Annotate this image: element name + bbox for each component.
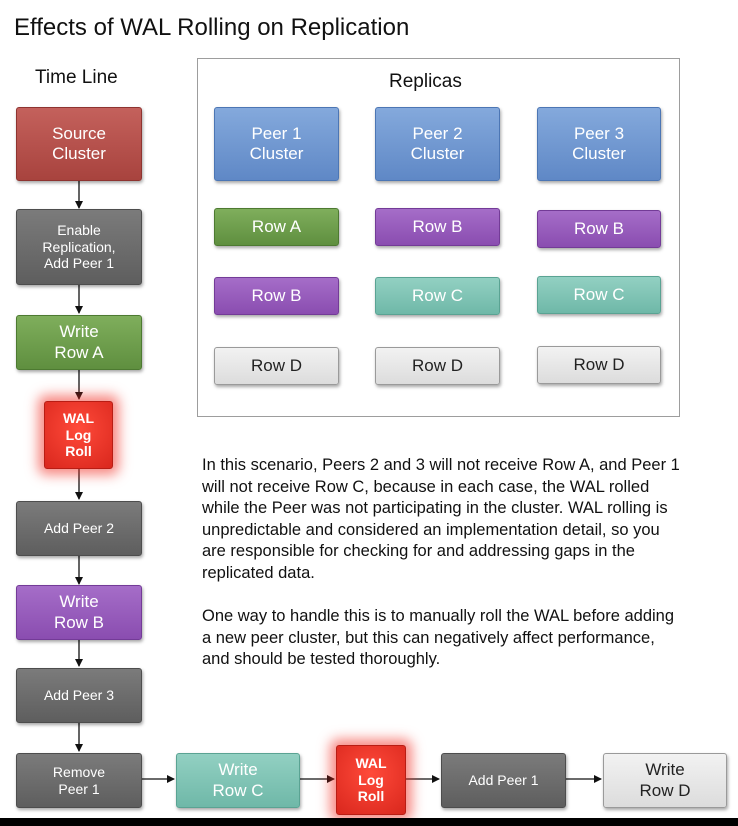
peer-1-cluster-box: Peer 1 Cluster <box>214 107 339 181</box>
write-row-c-box: Write Row C <box>176 753 300 808</box>
peer-3-row-c: Row C <box>537 276 661 314</box>
source-cluster-label: Source Cluster <box>52 123 106 163</box>
remove-peer-1-label: Remove Peer 1 <box>52 763 106 797</box>
enable-replication-box: Enable Replication, Add Peer 1 <box>16 209 142 285</box>
peer-2-row-d: Row D <box>375 347 500 385</box>
bottom-border <box>0 818 738 826</box>
write-row-a-box: Write Row A <box>16 315 142 370</box>
enable-replication-label: Enable Replication, Add Peer 1 <box>42 221 116 272</box>
add-peer-2-box: Add Peer 2 <box>16 501 142 556</box>
wal-log-roll-2-label: WAL Log Roll <box>355 754 387 805</box>
peer-1-row-a-label: Row A <box>251 216 302 236</box>
description-paragraph-2: One way to handle this is to manually ro… <box>202 607 675 668</box>
peer-3-row-b-label: Row B <box>573 218 625 238</box>
peer-1-row-d: Row D <box>214 347 339 385</box>
write-row-a-label: Write Row A <box>54 322 104 362</box>
add-peer-3-label: Add Peer 3 <box>43 687 115 704</box>
peer-3-cluster-label: Peer 3 Cluster <box>572 123 626 163</box>
peer-2-row-c-label: Row C <box>411 285 463 305</box>
peer-1-row-a: Row A <box>214 208 339 246</box>
diagram-title: Effects of WAL Rolling on Replication <box>14 14 410 41</box>
peer-3-row-d-label: Row D <box>573 354 625 374</box>
add-peer-1-label: Add Peer 1 <box>468 772 539 789</box>
peer-2-row-b-label: Row B <box>412 216 463 236</box>
peer-3-row-d: Row D <box>537 346 661 384</box>
write-row-d-box: Write Row D <box>603 753 727 808</box>
add-peer-1-box: Add Peer 1 <box>441 753 566 808</box>
write-row-c-label: Write Row C <box>212 760 264 800</box>
peer-3-cluster-box: Peer 3 Cluster <box>537 107 661 181</box>
description-paragraph-1: In this scenario, Peers 2 and 3 will not… <box>202 456 680 582</box>
peer-2-row-d-label: Row D <box>411 355 463 375</box>
write-row-d-label: Write Row D <box>639 760 691 800</box>
peer-1-row-b: Row B <box>214 277 339 315</box>
wal-log-roll-box: WAL Log Roll <box>44 401 113 469</box>
write-row-b-box: Write Row B <box>16 585 142 640</box>
source-cluster-box: Source Cluster <box>16 107 142 181</box>
peer-1-cluster-label: Peer 1 Cluster <box>249 123 304 163</box>
peer-2-cluster-box: Peer 2 Cluster <box>375 107 500 181</box>
peer-1-row-d-label: Row D <box>250 355 302 375</box>
peer-1-row-b-label: Row B <box>251 285 302 305</box>
wal-log-roll-2-box: WAL Log Roll <box>336 745 406 815</box>
add-peer-3-box: Add Peer 3 <box>16 668 142 723</box>
wal-log-roll-label: WAL Log Roll <box>62 409 95 460</box>
peer-2-row-c: Row C <box>375 277 500 315</box>
replicas-label: Replicas <box>389 71 462 92</box>
peer-2-row-b: Row B <box>375 208 500 246</box>
peer-2-cluster-label: Peer 2 Cluster <box>410 123 465 163</box>
remove-peer-1-box: Remove Peer 1 <box>16 753 142 808</box>
timeline-label: Time Line <box>35 67 118 88</box>
peer-3-row-c-label: Row C <box>573 284 625 304</box>
write-row-b-label: Write Row B <box>53 592 105 632</box>
peer-3-row-b: Row B <box>537 210 661 248</box>
add-peer-2-label: Add Peer 2 <box>43 520 115 537</box>
